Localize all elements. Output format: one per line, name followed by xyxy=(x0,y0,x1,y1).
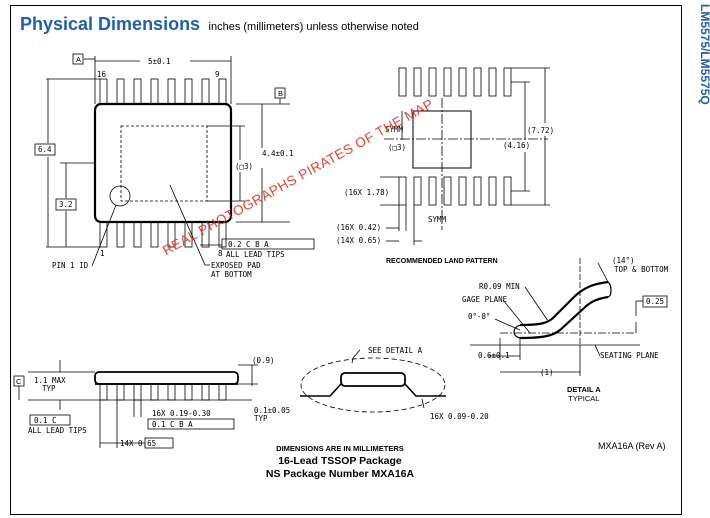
gage-plane-label: GAGE PLANE xyxy=(462,295,508,304)
pin1-id-label: PIN 1 ID xyxy=(52,261,89,270)
half-width-dim: 3.2 xyxy=(59,200,73,209)
page-title: Physical Dimensions xyxy=(20,14,201,34)
dim-4-16: (4.16) xyxy=(503,141,530,150)
top-leads xyxy=(99,78,227,107)
lead-position-tolerance: 0.1 C B A xyxy=(152,420,193,429)
standoff-dim: 0.1±0.05 xyxy=(254,406,290,415)
detail-a: (14°) TOP & BOTTOM R0.09 MIN GAGE PLANE … xyxy=(462,256,669,377)
datum-b: B xyxy=(278,89,283,98)
dims-note: DIMENSIONS ARE IN MILLIMETERS xyxy=(276,444,404,453)
detail-a-title: DETAIL A xyxy=(567,385,601,394)
top-view: A 5±0.1 16 9 1 8 B 6.4 3.2 4.4±0.1 xyxy=(34,53,315,279)
body-height-dim: (0.9) xyxy=(252,356,275,365)
package-body xyxy=(93,102,233,224)
drawing-frame xyxy=(10,5,682,515)
package-name: 16-Lead TSSOP Package xyxy=(278,455,402,467)
package-number: NS Package Number MXA16A xyxy=(265,468,415,480)
coplanarity-frame: 0.1 C xyxy=(34,416,57,425)
pin1-label: 1 xyxy=(100,249,105,258)
detail-circle xyxy=(300,357,446,413)
dim-1: (1) xyxy=(540,368,554,377)
pad-length-dim: (16X 1.78) xyxy=(344,188,389,197)
pad-dim: (□3) xyxy=(235,162,253,171)
lead-width-dim: 16X 0.19-0.30 xyxy=(152,409,211,418)
symm-label-top: SYMM xyxy=(385,125,404,134)
revision-label: MXA16A (Rev A) xyxy=(598,441,666,451)
dim-0-25: 0.25 xyxy=(646,297,664,306)
pin1-marker xyxy=(109,185,131,207)
side-view: C 1.1 MAX TYP (0.9) 0.1±0.05 TYP 16X 0.1… xyxy=(13,356,290,449)
pin8-label: 8 xyxy=(218,249,223,258)
at-bottom-label: AT BOTTOM xyxy=(211,270,252,279)
side-pitch-dim: 14X 0.65 xyxy=(120,439,156,448)
detail-a-caption: DETAIL A TYPICAL xyxy=(567,385,601,403)
max-height-dim: 1.1 MAX xyxy=(34,376,66,385)
foot-length-dim: 0.6±0.1 xyxy=(478,351,510,360)
max-height-typ: TYP xyxy=(42,384,56,393)
land-pads-top xyxy=(398,67,512,97)
end-body xyxy=(340,372,406,387)
side-leads xyxy=(99,383,227,401)
seating-plane-label: SEATING PLANE xyxy=(600,351,659,360)
position-tolerance: 0.2 C B A xyxy=(228,240,269,249)
see-detail-label: SEE DETAIL A xyxy=(368,346,423,355)
land-pattern-label: RECOMMENDED LAND PATTERN xyxy=(386,258,498,265)
overall-width-dim: 6.4 xyxy=(38,145,52,154)
pad-width-dim: (16X 0.42) xyxy=(336,223,381,232)
angle-0-8: 0°-8° xyxy=(468,312,491,321)
radius-min: R0.09 MIN xyxy=(479,282,520,291)
all-lead-tips-side: ALL LEAD TIPS xyxy=(28,426,87,435)
pin16-label: 16 xyxy=(97,70,107,79)
all-lead-tips-top: ALL LEAD TIPS xyxy=(226,250,285,259)
pin9-label: 9 xyxy=(215,70,220,79)
datum-a: A xyxy=(76,55,81,64)
lead-thickness-dim: 16X 0.09-0.20 xyxy=(430,412,489,421)
exposed-pad-outline xyxy=(120,125,208,202)
land-pattern: SYMM (□3) (7.72) (4.16) (16X 1.78) SYMM … xyxy=(336,67,554,245)
datum-c: C xyxy=(16,377,22,386)
standoff-typ: TYP xyxy=(254,414,268,423)
dim-7-72: (7.72) xyxy=(527,126,554,135)
end-view: SEE DETAIL A 16X 0.09-0.20 xyxy=(300,346,489,421)
page-subtitle: inches (millimeters) unless otherwise no… xyxy=(208,21,419,33)
detail-a-typical: TYPICAL xyxy=(568,394,600,403)
land-pads-bottom xyxy=(398,176,512,206)
length-dim: 5±0.1 xyxy=(148,57,171,66)
symm-label-bottom: SYMM xyxy=(428,215,447,224)
angle-14: (14°) xyxy=(612,256,635,265)
page-header: Physical Dimensions inches (millimeters)… xyxy=(20,14,419,35)
land-pad-dim: (□3) xyxy=(388,143,406,152)
body-width-dim: 4.4±0.1 xyxy=(262,149,294,158)
pad-pitch-dim: (14X 0.65) xyxy=(336,236,381,245)
top-bottom-label: TOP & BOTTOM xyxy=(614,265,669,274)
exposed-pad-label: EXPOSED PAD xyxy=(211,261,261,270)
side-body xyxy=(94,371,239,385)
